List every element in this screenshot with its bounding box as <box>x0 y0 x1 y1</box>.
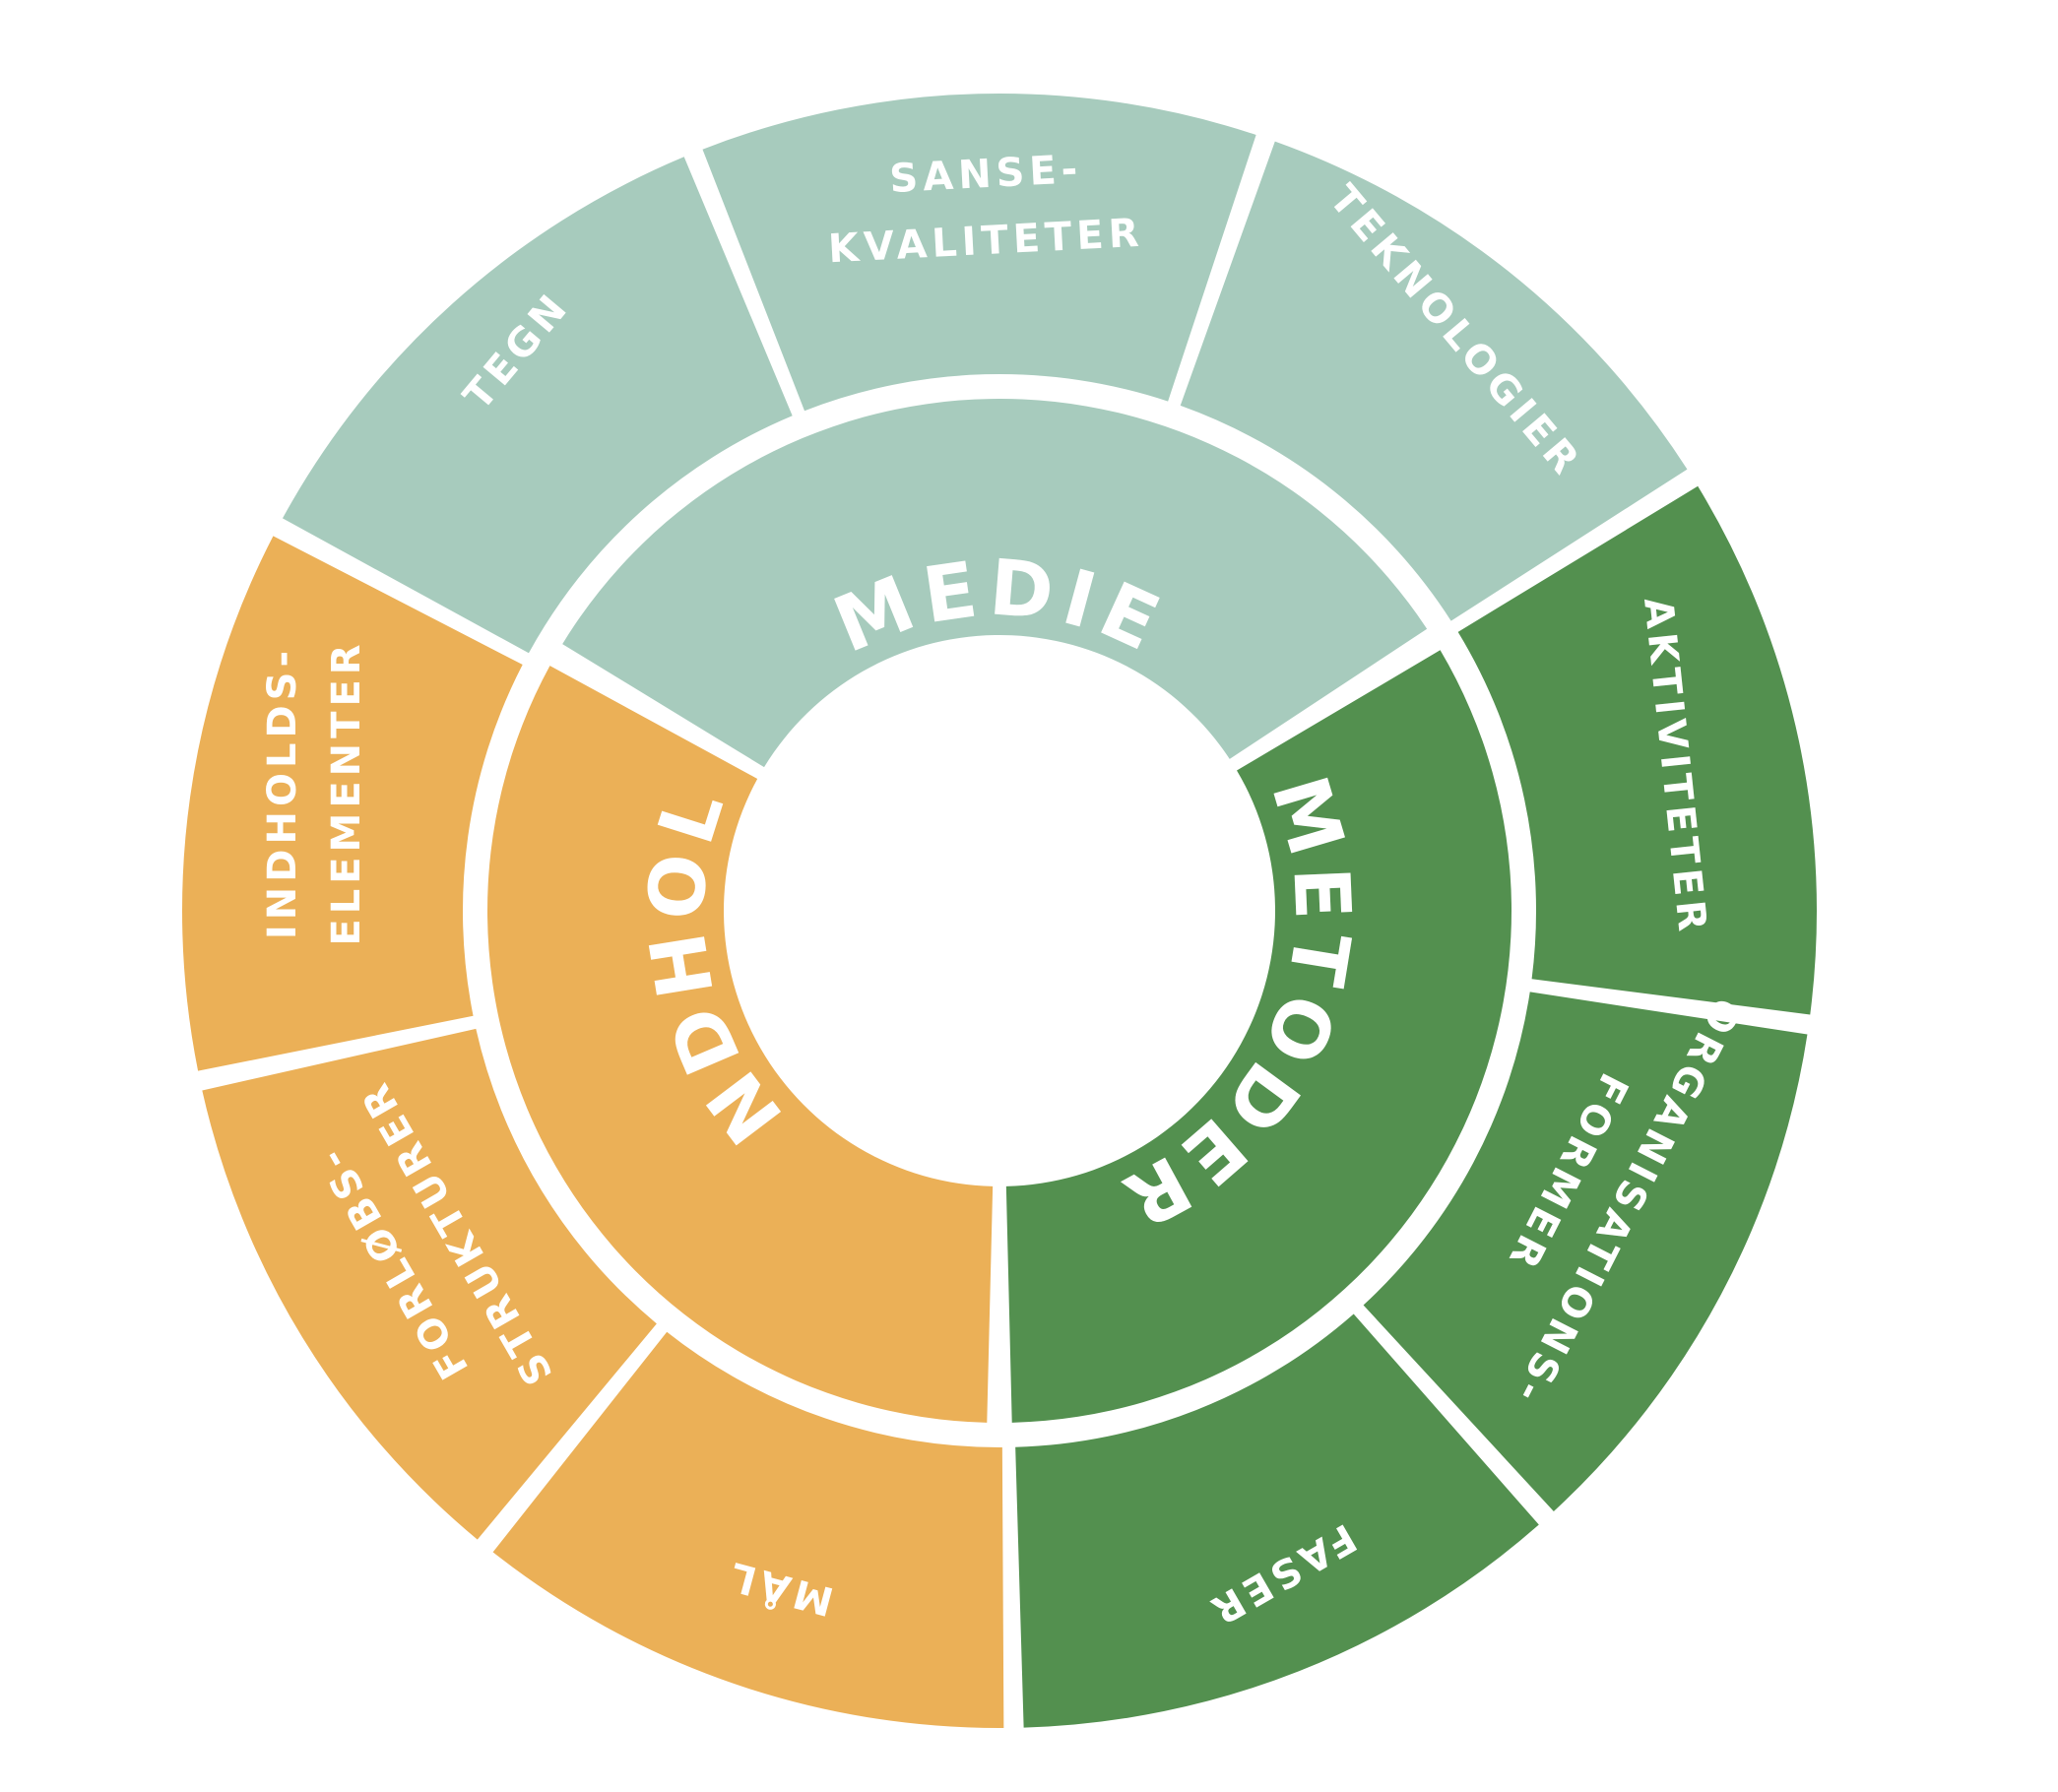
segment-forlobsstrukturer[interactable] <box>202 1028 657 1540</box>
segment-sansekvaliteter[interactable] <box>702 94 1256 412</box>
segment-indhold[interactable] <box>486 666 994 1423</box>
outer-ring <box>181 94 1817 1729</box>
segment-teknologier[interactable] <box>1180 141 1688 621</box>
label-indholdselementer-2: ELEMENTER <box>324 639 369 945</box>
segment-tegn[interactable] <box>282 157 793 654</box>
segment-indholdselementer[interactable] <box>181 536 523 1071</box>
inner-ring <box>486 399 1511 1423</box>
segment-aktiviteter[interactable] <box>1457 485 1817 1015</box>
segment-metoder[interactable] <box>1005 650 1511 1423</box>
segment-maal[interactable] <box>492 1331 1004 1729</box>
segment-medie[interactable] <box>562 399 1428 768</box>
label-sansekvaliteter-1: SANSE- <box>888 147 1083 202</box>
segment-organisationsformer[interactable] <box>1363 992 1808 1511</box>
label-indholdselementer-1: INDHOLDS- <box>260 646 305 939</box>
segment-faser[interactable] <box>1015 1313 1539 1728</box>
